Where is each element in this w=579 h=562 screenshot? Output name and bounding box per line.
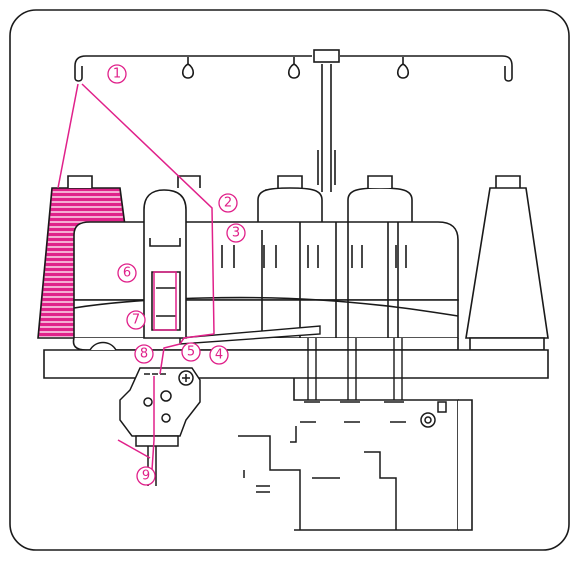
callout-label-8: 8 [140,347,148,362]
callout-label-6: 6 [123,266,131,281]
needle-column [144,190,186,338]
callout-label-2: 2 [224,196,232,211]
callout-label-5: 5 [187,345,195,360]
callout-label-3: 3 [232,226,240,241]
stand-hub [314,50,339,62]
callout-label-9: 9 [142,469,150,484]
top-cover [74,222,458,300]
callout-label-4: 4 [215,348,223,363]
callout-label-1: 1 [113,67,121,82]
callout-label-7: 7 [132,313,140,328]
spool-4 [348,188,412,225]
base-plate [44,350,548,378]
